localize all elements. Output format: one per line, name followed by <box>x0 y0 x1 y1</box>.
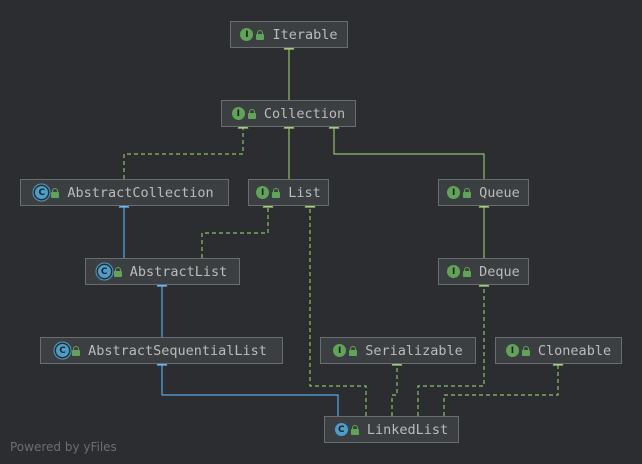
lock-icon <box>51 187 60 198</box>
node-queue[interactable]: I Queue <box>438 179 529 206</box>
node-abstractcollection[interactable]: C AbstractCollection <box>20 179 229 206</box>
lock-icon <box>521 345 530 356</box>
node-label: AbstractSequentialList <box>88 342 267 359</box>
interface-icon: I <box>256 186 270 199</box>
edge-queue-to-collection <box>328 117 485 179</box>
abstract-class-icon: C <box>35 186 49 199</box>
node-label: Collection <box>263 105 346 122</box>
node-label: List <box>288 184 321 201</box>
edge-linkedlist-to-deque <box>417 275 490 416</box>
lock-icon <box>272 187 281 198</box>
lock-icon <box>349 345 358 356</box>
lock-icon <box>72 345 81 356</box>
lock-icon <box>463 187 472 198</box>
class-icon: C <box>334 423 348 436</box>
interface-icon: I <box>447 186 461 199</box>
node-abstractlist[interactable]: C AbstractList <box>85 258 240 285</box>
node-label: AbstractList <box>129 263 228 280</box>
node-list[interactable]: I List <box>248 179 329 206</box>
node-collection[interactable]: I Collection <box>221 100 356 127</box>
node-label: Cloneable <box>537 342 612 359</box>
edge-linkedlist-to-serializable <box>391 354 403 416</box>
node-iterable[interactable]: I Iterable <box>230 21 348 48</box>
edge-abstractlist-to-list <box>201 196 274 258</box>
lock-icon <box>247 108 256 119</box>
lock-icon <box>350 424 359 435</box>
interface-icon: I <box>240 28 254 41</box>
interface-icon: I <box>505 344 519 357</box>
node-label: AbstractCollection <box>67 184 214 201</box>
node-label: LinkedList <box>366 421 449 438</box>
node-deque[interactable]: I Deque <box>438 258 529 285</box>
node-label: Iterable <box>272 26 338 43</box>
node-cloneable[interactable]: I Cloneable <box>495 337 622 364</box>
interface-icon: I <box>333 344 347 357</box>
node-linkedlist[interactable]: C LinkedList <box>324 416 459 443</box>
edge-abstractcollection-to-collection <box>123 117 249 179</box>
interface-icon: I <box>231 107 245 120</box>
lock-icon <box>113 266 122 277</box>
abstract-class-icon: C <box>97 265 111 278</box>
node-label: Deque <box>479 263 520 280</box>
interface-icon: I <box>447 265 461 278</box>
edge-linkedlist-to-cloneable <box>443 354 564 416</box>
node-label: Queue <box>479 184 520 201</box>
edge-linkedlist-to-list <box>304 196 367 416</box>
lock-icon <box>463 266 472 277</box>
edge-linkedlist-to-abstractsequentiallist <box>156 354 339 416</box>
node-serializable[interactable]: I Serializable <box>320 337 476 364</box>
powered-by-footer: Powered by yFiles <box>10 440 117 454</box>
node-abstractsequentiallist[interactable]: C AbstractSequentialList <box>40 337 283 364</box>
abstract-class-icon: C <box>56 344 70 357</box>
node-label: Serializable <box>365 342 463 359</box>
lock-icon <box>256 29 265 40</box>
